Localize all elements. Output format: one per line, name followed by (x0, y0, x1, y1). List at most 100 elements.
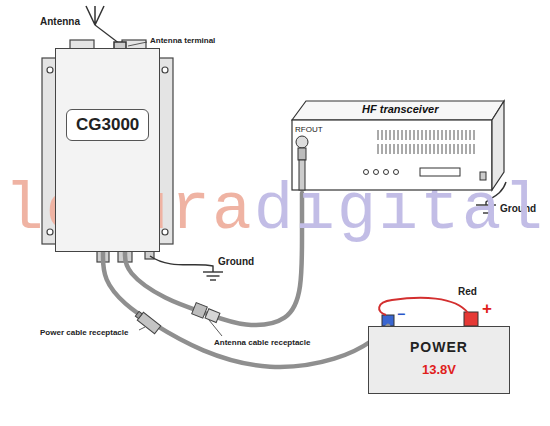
vent-slot (406, 130, 407, 140)
transceiver-box: HF transceiverRFOUT (290, 98, 506, 193)
vent-slot (422, 144, 423, 154)
vent-slot (466, 130, 467, 140)
vent-slot (390, 144, 391, 154)
front-button (374, 170, 379, 175)
vent-slot (450, 144, 451, 154)
vent-slot (470, 130, 471, 140)
ground-symbol (203, 271, 223, 272)
antenna-symbol (86, 6, 104, 25)
rf-plug (299, 160, 305, 190)
ground-symbol (210, 279, 216, 280)
vent-slot (462, 144, 463, 154)
vent-slot (402, 130, 403, 140)
vent-slot (406, 144, 407, 154)
cable-plugs (134, 303, 220, 334)
power-plug (135, 311, 142, 318)
vent-slot (382, 130, 383, 140)
polarity-sign: + (482, 300, 492, 317)
antenna-symbol (86, 6, 126, 50)
part-name: Power cable receptacle (40, 328, 129, 337)
front-button (364, 170, 369, 175)
vent-slot (470, 144, 471, 154)
polarity-sign: − (397, 307, 405, 321)
case-top (292, 101, 504, 120)
vent-slot (434, 144, 435, 154)
ground-symbol (150, 256, 223, 280)
vent-slot (426, 130, 427, 140)
vent-slot (450, 130, 451, 140)
vent-slot (414, 144, 415, 154)
vent-slot (422, 130, 423, 140)
antenna-plug (192, 303, 221, 324)
vent-slot (430, 130, 431, 140)
battery-title: POWER (410, 339, 468, 355)
rf-plug (298, 148, 306, 160)
vent-slot (394, 144, 395, 154)
vent-slot (438, 130, 439, 140)
antenna-plug (205, 309, 220, 323)
vent-slot (398, 130, 399, 140)
vent-slot (442, 130, 443, 140)
part-name: Antenna cable receptacle (214, 338, 310, 347)
vent-slot (434, 130, 435, 140)
front-button (384, 170, 389, 175)
display (420, 168, 460, 176)
case-front (292, 120, 492, 190)
tuner-housing: CG3000 (55, 48, 160, 252)
battery-voltage: 13.8V (422, 363, 456, 378)
ground-symbol (207, 275, 220, 276)
part-name: Antenna (40, 16, 80, 28)
cable (103, 252, 388, 367)
side-jack (480, 172, 486, 180)
mounting-flanges (162, 67, 168, 73)
vent-slot (474, 144, 475, 154)
red-wire (379, 298, 468, 315)
vent-slot (454, 144, 455, 154)
leader-line (128, 42, 147, 46)
vent-slot (414, 130, 415, 140)
vent-slot (418, 144, 419, 154)
vent-slot (402, 144, 403, 154)
vent-slot (394, 130, 395, 140)
mounting-flanges (47, 67, 53, 73)
battery-box: POWER 13.8V (368, 326, 510, 394)
vent-slot (474, 130, 475, 140)
vent-slot (446, 144, 447, 154)
vent-slot (458, 130, 459, 140)
vent-slot (466, 144, 467, 154)
vent-slot (426, 144, 427, 154)
vent-slot (458, 144, 459, 154)
antenna-symbol (95, 25, 120, 44)
vent-slot (398, 144, 399, 154)
vent-slot (446, 130, 447, 140)
vent-slot (454, 130, 455, 140)
part-name: Antenna terminal (150, 36, 215, 45)
power-plug (134, 310, 161, 334)
rf-connector (296, 136, 308, 148)
wire-color-label: Red (458, 286, 477, 298)
vent-slot (386, 130, 387, 140)
vent-slot (462, 130, 463, 140)
vent-slot (410, 144, 411, 154)
vent-slot (418, 130, 419, 140)
ground-symbol (150, 256, 213, 272)
vent-slot (386, 144, 387, 154)
port-name: RFOUT (295, 125, 323, 134)
leader-line (139, 327, 145, 330)
antenna-plug (192, 303, 208, 319)
vent-slot (390, 130, 391, 140)
vent-slot (438, 144, 439, 154)
device-title: HF transceiver (362, 103, 438, 116)
front-button (394, 170, 399, 175)
battery-terminals (382, 312, 478, 326)
vent-slot (382, 144, 383, 154)
ground-label: Ground (218, 256, 254, 268)
vent-slot (378, 130, 379, 140)
model-plate: CG3000 (66, 109, 149, 141)
vent-slot (410, 130, 411, 140)
vent-slot (442, 144, 443, 154)
battery-terminals (464, 312, 478, 326)
vent-slot (430, 144, 431, 154)
